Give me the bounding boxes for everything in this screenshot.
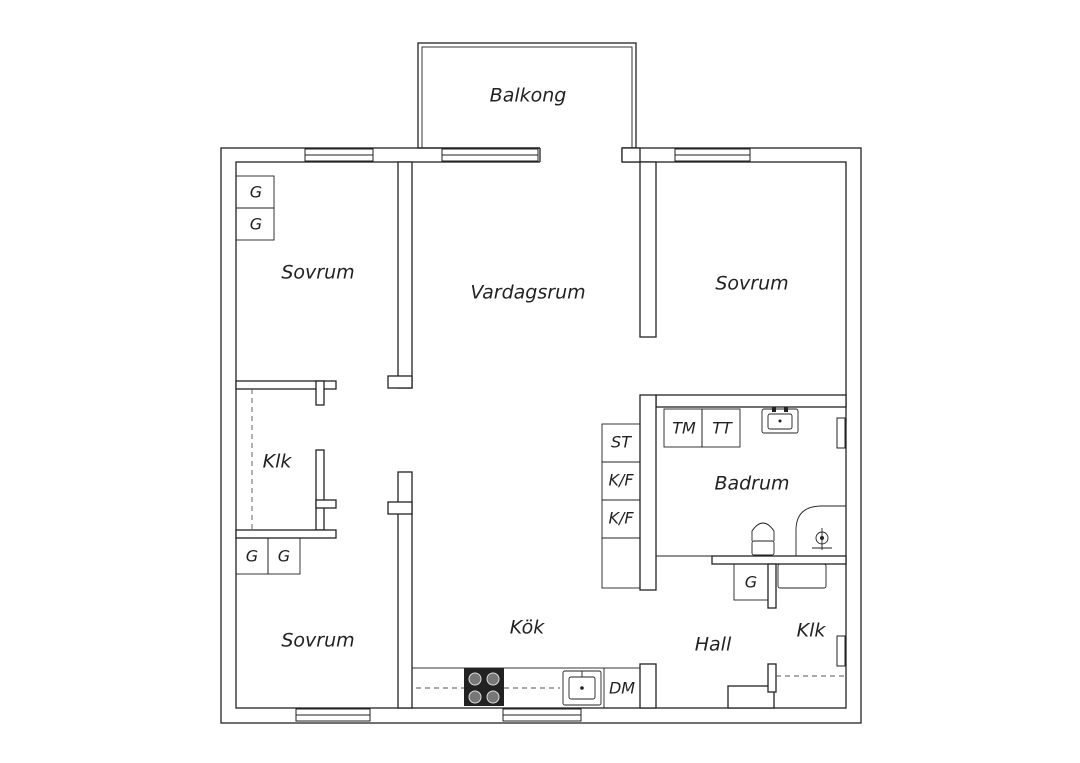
toilet-icon [751, 522, 775, 556]
dishwasher-label: DM [609, 679, 635, 698]
stove-icon [464, 668, 504, 706]
room-label-closet-w: Klk [263, 451, 293, 473]
fridge-label-2: K/F [608, 509, 634, 528]
wardrobe-sw-label-1: G [246, 547, 258, 566]
kitchen-counter [411, 667, 641, 709]
washer-label: TM [672, 419, 696, 438]
windows [295, 148, 846, 722]
washbasin-icon [761, 407, 799, 434]
wardrobe-hall-label: G [745, 573, 757, 592]
kitchen-tall-cabinets [601, 423, 641, 589]
room-label-balcony: Balkong [490, 85, 567, 107]
kitchen-sink-icon [562, 670, 602, 706]
room-label-living-room: Vardagsrum [470, 282, 585, 304]
room-label-bedroom-ne: Sovrum [715, 273, 788, 295]
washer-dryer [663, 408, 741, 448]
wardrobe-sw [235, 537, 301, 575]
balcony-door-opening [540, 147, 622, 163]
room-label-closet-e: Klk [797, 620, 827, 642]
wardrobe-hall [733, 563, 769, 601]
room-label-bedroom-sw: Sovrum [281, 630, 354, 652]
room-label-hall: Hall [695, 634, 732, 656]
wardrobe-nw-label-2: G [250, 215, 262, 234]
room-label-bathroom: Badrum [714, 473, 789, 495]
interior-walls [235, 147, 847, 709]
dryer-label: TT [712, 419, 733, 438]
hall-closet-shelf [777, 563, 827, 589]
fridge-label-1: K/F [608, 471, 634, 490]
room-label-kitchen: Kök [510, 617, 545, 639]
room-label-bedroom-nw: Sovrum [281, 262, 354, 284]
wardrobe-nw [235, 175, 275, 241]
wardrobe-nw-label-1: G [250, 183, 262, 202]
wardrobe-sw-label-2: G [278, 547, 290, 566]
cabinet-st-label: ST [611, 433, 632, 452]
shower-icon [795, 505, 846, 556]
